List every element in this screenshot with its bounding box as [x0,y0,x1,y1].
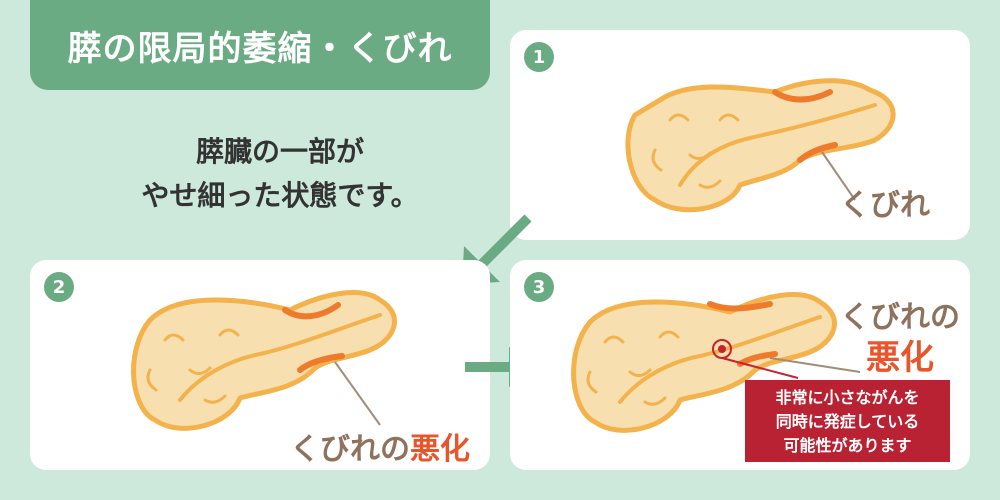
panel-2: 2 くびれの悪化 [30,260,490,470]
pancreas-body [131,290,397,431]
warning-line-3: 可能性があります [783,436,912,455]
panel-2-label-accent: 悪化 [410,432,470,467]
page-title: 膵の限局的萎縮・くびれ [67,28,453,69]
panel-2-label: くびれの悪化 [290,424,470,468]
leader-line [334,361,381,426]
tumor-dot [718,345,726,353]
constriction-top [282,302,341,320]
panel-1-label: くびれ [840,188,930,223]
panel-1-number: 1 [524,42,554,72]
panel-3: 3 くびれの 悪化 非常に小さながんを 同時に発症している 可能性があります [510,260,970,470]
warning-line-2: 同時に発症している [775,412,920,431]
warning-line-1: 非常に小さながんを [775,388,920,407]
pancreatic-duct [678,103,877,187]
tumor-leader-line [721,357,799,379]
constriction-bottom [297,353,345,373]
panel-3-label: くびれの 悪化 [840,298,960,378]
panel-3-label-main: くびれの [840,300,960,335]
pancreas-lobules [146,328,240,404]
constriction-top [707,301,773,312]
pancreas-lobules [651,113,740,189]
panel-3-number: 3 [524,272,554,302]
intro-line-2: やせ細った状態です。 [141,179,419,212]
warning-box: 非常に小さながんを 同時に発症している 可能性があります [745,380,950,462]
pancreas-illustration-1 [625,78,896,213]
panel-3-label-accent: 悪化 [866,338,934,378]
pancreas-illustration-2 [131,290,397,431]
intro-text: 膵臓の一部が やせ細った状態です。 [120,130,440,218]
constriction-bottom [797,142,838,163]
leader-line [769,357,861,373]
pancreas-lobules [586,330,680,406]
intro-line-1: 膵臓の一部が [195,135,364,168]
panel-2-label-main: くびれの [290,432,410,467]
title-badge: 膵の限局的萎縮・くびれ [30,0,490,90]
panel-2-number: 2 [44,272,74,302]
pancreatic-duct [618,315,822,404]
pancreas-illustration-3 [571,292,861,433]
pancreatic-duct [178,313,382,402]
constriction-top [772,89,833,103]
panel-1: 1 くびれ [510,30,970,240]
leader-line [821,151,856,201]
